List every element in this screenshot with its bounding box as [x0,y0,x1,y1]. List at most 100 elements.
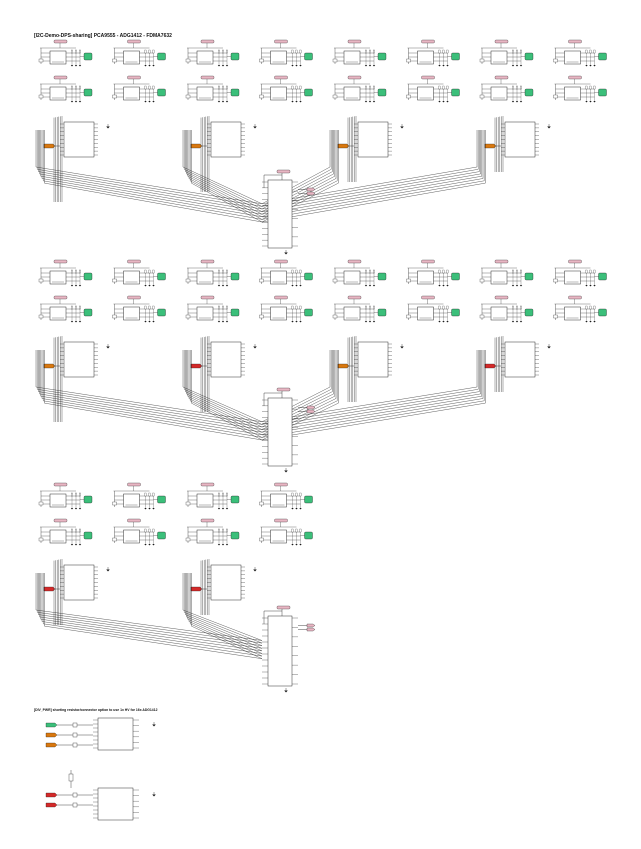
ground-icon [74,101,78,103]
ground-icon [438,321,441,323]
ground-icon [299,508,302,510]
net-label [200,482,215,487]
connector-icon [598,52,607,61]
ground-icon [217,285,221,287]
resistor-icon [72,802,78,808]
resistor-icon [291,85,294,90]
mux-chip [97,717,134,751]
resistor-icon [226,305,228,310]
ground-icon [152,544,155,546]
power-port-icon [484,143,497,149]
ground-icon [585,321,588,323]
mosfet-chip [123,306,140,321]
ground-icon [299,101,302,103]
sub-unit [406,39,460,67]
ground-icon [70,508,74,510]
resistor-icon [259,314,264,319]
resistor-icon [79,269,81,274]
resistor-icon [520,305,522,310]
net-label [53,39,68,44]
resistor-icon [593,269,596,274]
ground-icon [368,285,372,287]
resistor-icon [144,305,147,310]
bus-wire [187,619,263,652]
sub-unit [112,295,166,323]
bus-wire [261,176,482,215]
resistor-icon [68,773,74,782]
resistor-icon [148,85,151,90]
mux-chip [63,341,95,378]
connector-icon [451,272,460,281]
resistor-icon [593,85,596,90]
ground-icon [225,101,229,103]
ground-icon [225,321,229,323]
mux-chip [63,564,95,601]
ground-icon [144,321,147,323]
ground-icon [144,285,147,287]
resistor-icon [185,58,191,63]
ground-icon [364,321,368,323]
sub-unit [38,518,93,546]
ioexpander-chip [267,179,293,249]
resistor-icon [520,269,522,274]
resistor-icon [406,94,411,99]
resistor-icon [148,528,151,533]
connector-icon [230,531,240,540]
resistor-icon [553,94,558,99]
resistor-icon [479,94,485,99]
net-label [53,295,68,300]
net-label [306,409,316,414]
resistor-icon [442,49,445,54]
connector-icon [598,308,607,317]
resistor-icon [332,94,338,99]
ground-icon [515,285,519,287]
bus-wire [261,393,481,430]
ground-icon [221,321,225,323]
connector-icon [451,308,460,317]
resistor-icon [406,278,411,283]
ground-icon [217,65,221,67]
connector-icon [157,52,166,61]
bus-wire [261,180,485,220]
net-label [274,259,288,264]
mosfet-chip [196,86,214,101]
mosfet-chip [123,50,140,65]
ground-icon [299,321,302,323]
net-label [568,259,582,264]
sub-unit [38,259,93,287]
resistor-icon [369,49,371,54]
bus-wire [184,612,263,644]
bus-wire [261,178,484,217]
resistor-icon [291,492,294,497]
ground-icon [589,101,592,103]
mosfet-chip [417,50,434,65]
connector-icon [377,308,387,317]
ground-icon [593,65,596,67]
bus-wire [41,178,263,217]
mosfet-chip [564,270,581,285]
net-label [276,387,291,392]
connector-icon [83,88,93,97]
bus-wire [182,166,263,204]
ground-icon [291,101,294,103]
resistor-icon [185,501,191,506]
ground-icon [152,285,155,287]
mosfet-chip [490,306,508,321]
net-label [200,295,215,300]
mux-chip [357,121,389,158]
resistor-icon [553,278,558,283]
resistor-icon [512,49,514,54]
resistor-icon [226,492,228,497]
resistor-icon [71,305,73,310]
ioexpander-chip [267,615,293,687]
ground-icon [442,285,445,287]
mosfet-chip [270,306,287,321]
resistor-icon [299,528,302,533]
resistor-icon [365,49,367,54]
resistor-icon [332,58,338,63]
ground-icon [295,321,298,323]
ground-icon [221,508,225,510]
sub-unit [553,39,607,67]
ground-icon [284,250,288,255]
sub-unit [479,259,534,287]
